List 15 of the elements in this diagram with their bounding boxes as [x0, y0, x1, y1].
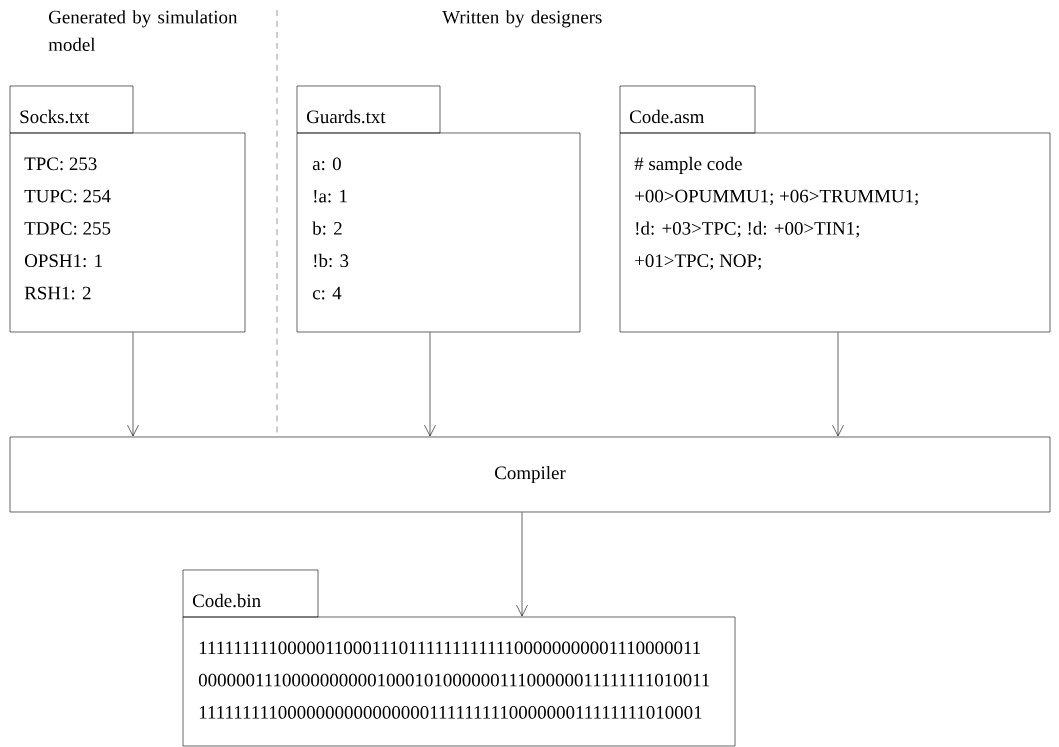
- file-box: Socks.txt TPC: 253 TUPC: 254 TDPC: 255 OPSH1: 1 RSH1: 2: [9, 85, 246, 333]
- node-label: Guards.txt: [306, 109, 386, 124]
- file-box: Guards.txt a: 0 !a: 1 b: 2 !b: 3 c: 4: [296, 85, 581, 333]
- arrow: [127, 332, 139, 437]
- arrow: [832, 332, 844, 437]
- file-box: Code.bin 1111111110000011000111011111111111100000000001110000011 0000001110000000000100010100000011100000011111111010011 1111111110000000000000000111111111000000011111111010001: [182, 569, 736, 747]
- arrow: [424, 332, 436, 437]
- process-box: Compiler: [9, 436, 1051, 513]
- node-label: Code.bin: [192, 593, 261, 608]
- file-box: Code.asm # sample code +00>OPUMMU1; +06>TRUMMU1; !d: +03>TPC; !d: +00>TIN1; +01>TPC; NOP;: [619, 85, 1051, 333]
- node-label: Socks.txt: [20, 109, 90, 124]
- heading-text: Generated by simulation model: [48, 10, 238, 51]
- arrow: [516, 512, 528, 617]
- heading-text: Written by designers: [442, 10, 602, 28]
- node-label: Code.asm: [629, 109, 705, 124]
